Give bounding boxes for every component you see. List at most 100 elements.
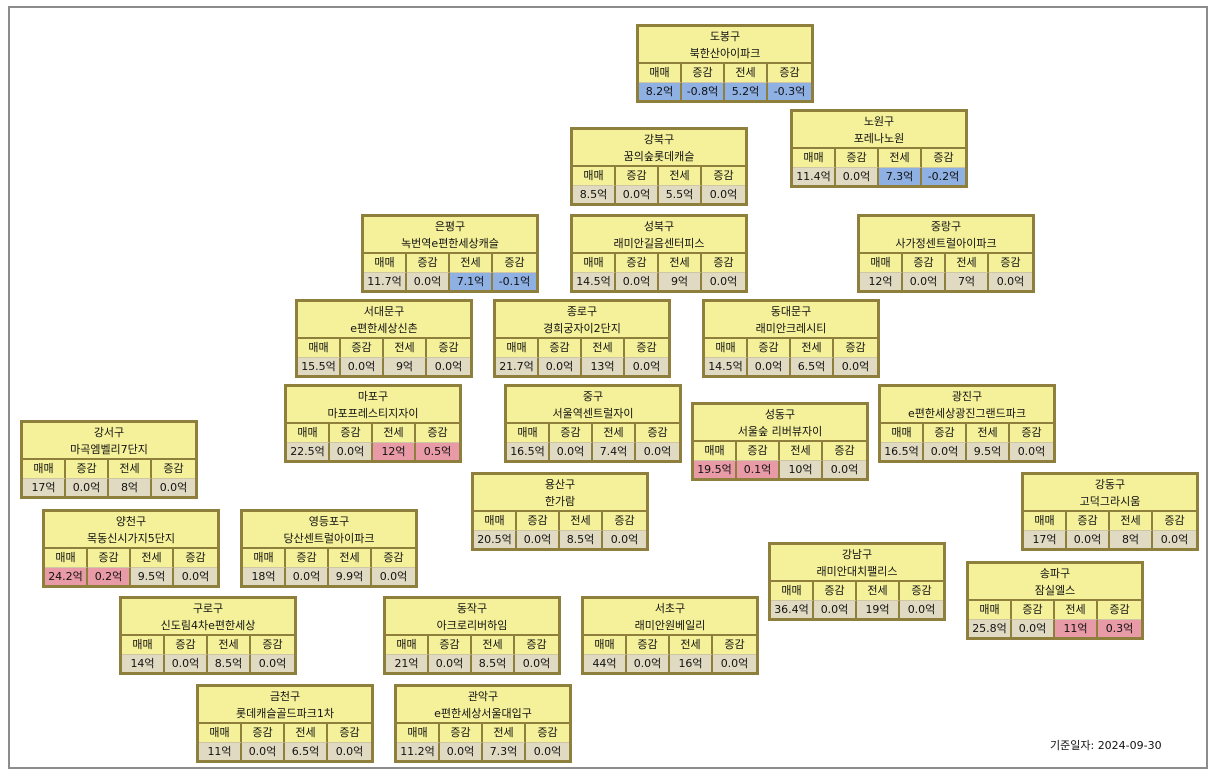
sale-header: 매매 [969, 601, 1012, 619]
jeonse-price: 8.5억 [560, 530, 603, 548]
jeonse-price: 5.2억 [725, 82, 768, 100]
jeonse-price: 7.3억 [483, 742, 526, 760]
jeonse-header: 전세 [780, 442, 823, 460]
jeonse-change: 0.0억 [713, 654, 756, 672]
sale-change-header: 증감 [748, 339, 791, 357]
sale-change-header: 증감 [616, 167, 659, 185]
apartment-name: 잠실엘스 [1034, 584, 1076, 597]
sale-header: 매매 [45, 549, 88, 567]
sale-header: 매매 [122, 636, 165, 654]
sale-change-header: 증감 [88, 549, 131, 567]
jeonse-change: 0.0억 [900, 600, 943, 618]
district-name: 마포구 [357, 390, 389, 403]
sale-change-header: 증감 [627, 636, 670, 654]
district-name: 동대문구 [770, 305, 812, 318]
sale-header: 매매 [287, 424, 330, 442]
apartment-name: e편한세상광진그랜드파크 [907, 407, 1027, 420]
sale-change: 0.0억 [814, 600, 857, 618]
jeonse-price: 8억 [109, 478, 152, 496]
sale-price: 21.7억 [496, 357, 539, 375]
jeonse-change: 0.0억 [427, 357, 470, 375]
sale-change-header: 증감 [903, 254, 946, 272]
jeonse-header: 전세 [659, 254, 702, 272]
apartment-name: 래미안길음센터피스 [613, 237, 705, 250]
jeonse-change: 0.0억 [1153, 530, 1196, 548]
jeonse-change-header: 증감 [1021, 426, 1042, 439]
sale-change-header: 증감 [539, 339, 582, 357]
apartment-name: 당산센트럴아이파크 [283, 532, 375, 545]
jeonse-change: 0.0억 [989, 272, 1032, 290]
apartment-name: 한가람 [544, 495, 576, 508]
sale-price: 22.5억 [287, 442, 330, 460]
apartment-name: 서울숲 리버뷰자이 [737, 425, 823, 438]
jeonse-header: 전세 [1055, 601, 1098, 619]
jeonse-change-header: 증감 [834, 444, 855, 457]
jeonse-header: 전세 [208, 636, 251, 654]
sale-change-header: 증감 [66, 460, 109, 478]
district-name: 금천구 [269, 690, 301, 703]
sale-header: 매매 [496, 339, 539, 357]
jeonse-header: 전세 [450, 254, 493, 272]
jeonse-price: 7.4억 [593, 442, 636, 460]
sale-price: 11.4억 [793, 167, 836, 185]
district-name: 구로구 [192, 602, 224, 615]
jeonse-change-header: 증감 [647, 426, 668, 439]
sale-change: 0.0억 [550, 442, 593, 460]
jeonse-price: 16억 [670, 654, 713, 672]
sale-price: 11.7억 [364, 272, 407, 290]
jeonse-header: 전세 [1110, 512, 1153, 530]
jeonse-change: 0.0억 [625, 357, 668, 375]
sale-change: 0.0억 [517, 530, 560, 548]
apartment-name: 북한산아이파크 [689, 47, 761, 60]
sale-change-header: 증감 [165, 636, 208, 654]
jeonse-header: 전세 [659, 167, 702, 185]
jeonse-change: 0.0억 [526, 742, 569, 760]
sale-change-header: 증감 [550, 424, 593, 442]
jeonse-change-header: 증감 [537, 726, 558, 739]
district-name: 서초구 [654, 602, 686, 615]
jeonse-price: 6.5억 [791, 357, 834, 375]
jeonse-header: 전세 [725, 64, 768, 82]
sale-header: 매매 [298, 339, 341, 357]
district-name: 중랑구 [930, 220, 962, 233]
jeonse-change-header: 증감 [262, 638, 283, 651]
sale-price: 16.5억 [507, 442, 550, 460]
apartment-name: 래미안크레시티 [755, 322, 827, 335]
sale-header: 매매 [881, 424, 924, 442]
jeonse-header: 전세 [582, 339, 625, 357]
jeonse-header: 전세 [967, 424, 1010, 442]
base-date: 기준일자: 2024-09-30 [1050, 737, 1162, 753]
jeonse-change: 0.0억 [702, 272, 745, 290]
sale-change-header: 증감 [440, 724, 483, 742]
district-name: 중구 [582, 390, 604, 403]
sale-header: 매매 [364, 254, 407, 272]
sale-header: 매매 [243, 549, 286, 567]
jeonse-price: 7.3억 [879, 167, 922, 185]
district-name: 양천구 [115, 515, 147, 528]
district-name: 성북구 [643, 220, 675, 233]
sale-change: 0.0억 [330, 442, 373, 460]
jeonse-change-header: 증감 [185, 551, 206, 564]
sale-price: 17억 [23, 478, 66, 496]
jeonse-price: 8억 [1110, 530, 1153, 548]
jeonse-change-header: 증감 [724, 638, 745, 651]
